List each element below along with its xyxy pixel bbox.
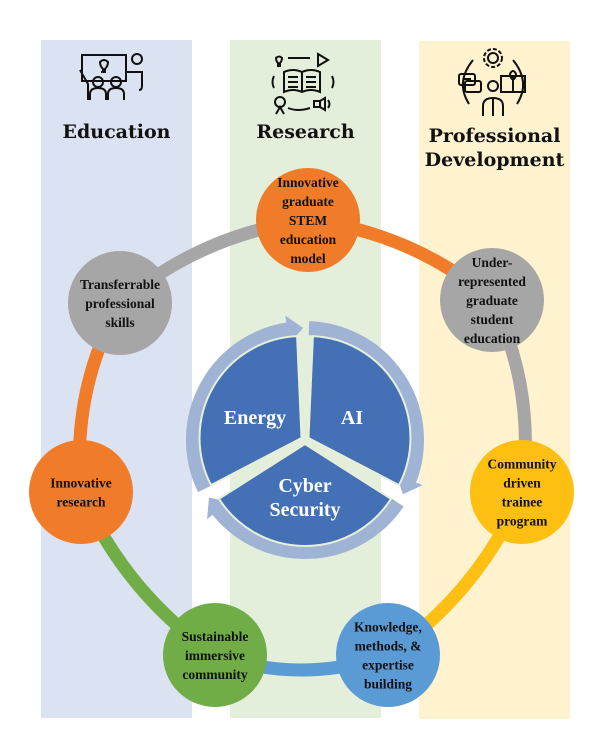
professional-title-line-2: Development [424,149,565,171]
node-label-line: expertise [362,658,414,673]
node-circle [336,603,440,707]
node-circle [470,440,574,544]
node-label-line: program [497,514,548,529]
node-label-line: skills [105,315,134,330]
node-label-line: represented [458,274,526,289]
node-label-line: graduate [282,194,334,209]
node-label-line: model [290,251,325,266]
cycle-node-community-trainee: Community driven trainee program [470,440,574,544]
node-label-line: Sustainable [182,629,249,644]
node-label-line: Under- [472,255,513,270]
arrowhead-icon [396,475,423,495]
node-circle [68,251,172,355]
node-label-line: STEM [289,213,328,228]
cycle-arrow-arc [211,498,404,559]
node-label-line: driven [503,476,541,491]
professional-development-title: Professional Development [419,124,570,172]
cycle-node-innovative-research: Innovative research [29,440,133,544]
node-label-line: professional [85,296,155,311]
node-circle [256,168,360,272]
core-segment-label: Security [269,499,340,521]
cycle-node-transferrable: Transferrable professional skills [68,251,172,355]
node-label-line: methods, & [355,639,422,654]
professional-title-line-1: Professional [428,125,561,147]
node-label-line: Innovative [277,175,339,190]
cycle-node-underrepresented: Under-represented graduate student educatio… [440,248,544,352]
node-label-line: student [471,312,514,327]
node-circle [29,440,133,544]
node-circle [440,248,544,352]
node-label-line: immersive [185,648,245,663]
core-segment-ai [307,335,412,487]
core-segment-energy [198,335,303,487]
node-label-line: Transferrable [80,277,160,292]
cycle-node-sustainable: Sustainable immersive community [163,603,267,707]
node-label-line: building [364,677,412,692]
cycle-node-knowledge: Knowledge, methods, & expertise building [336,603,440,707]
node-label-line: research [57,495,106,510]
node-circle [163,603,267,707]
education-title: Education [62,121,171,143]
professional-network-icon [458,48,526,116]
cycle-arrow-arc [308,321,424,485]
node-label-line: community [182,667,247,682]
node-label-line: education [464,331,521,346]
book-research-cycle-icon [271,52,335,115]
node-label-line: graduate [466,293,518,308]
core-segment-label: Energy [224,407,286,429]
node-label-line: Knowledge, [354,620,422,635]
cycle-arrow-arc [186,322,291,493]
core-segment-cyber-security [217,442,393,547]
node-label-line: Innovative [50,476,112,491]
node-label-line: trainee [502,495,542,510]
education-column [41,40,192,718]
core-segment-label: Cyber [278,475,331,497]
node-label-line: education [280,232,337,247]
research-title: Research [256,121,355,143]
core-segment-label: AI [341,407,363,429]
node-label-line: Community [487,457,556,472]
teacher-classroom-icon [79,53,143,100]
